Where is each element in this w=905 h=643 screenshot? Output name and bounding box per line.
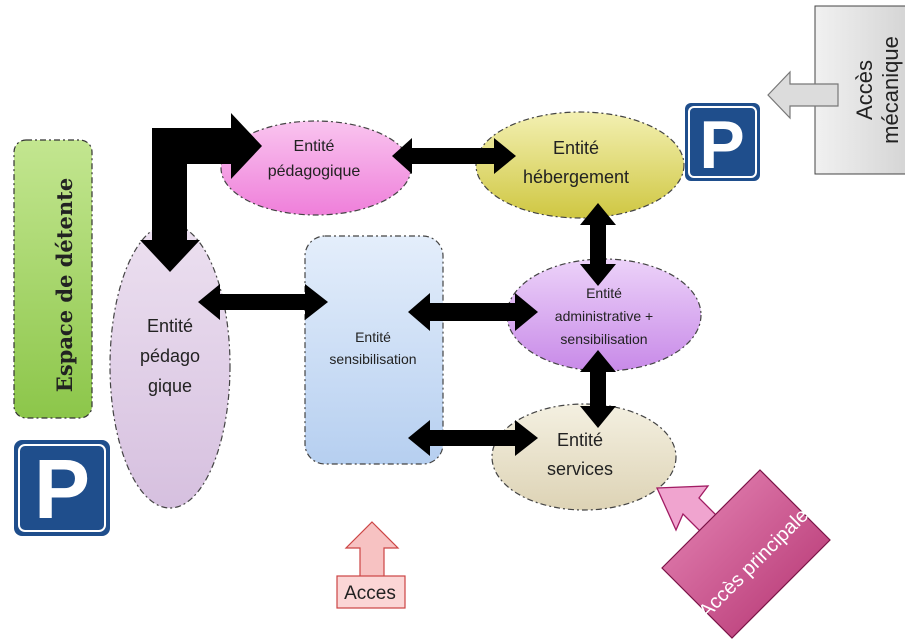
acces-mecanique-line1: Accès [852,60,877,120]
acces-entry: Acces [336,521,406,609]
espace-detente-label: Espace de détente [52,178,77,392]
parking-right-icon: P [685,103,760,183]
entite-hebergement-line2: hébergement [523,167,629,187]
entite-pedagogique-left-line1: Entité [147,316,193,336]
entite-administrative-line1: Entité [586,285,622,301]
entite-administrative-line3: sensibilisation [560,331,647,347]
entite-sensibilisation-node [304,235,444,465]
entite-pedagogique-left-line2: pédago [140,346,200,366]
arrow-hebergement-administrative [580,203,616,286]
acces-principale-entry: Accès principale [656,469,831,639]
acces-label: Acces [344,583,396,604]
svg-text:P: P [699,107,744,183]
acces-principale-banner [661,469,831,639]
entite-pedagogique-top-line1: Entité [294,138,335,155]
acces-mecanique-line2: mécanique [878,36,903,144]
arrow-left-sensibilisation [198,284,328,320]
svg-text:P: P [34,442,90,536]
entite-services-line1: Entité [557,430,603,450]
entite-pedagogique-left-line3: gique [148,376,192,396]
entite-sensibilisation-line2: sensibilisation [329,351,416,367]
acces-mecanique-arrow [767,70,839,120]
entite-services-line2: services [547,459,613,479]
entite-hebergement-line1: Entité [553,138,599,158]
espace-detente-zone: Espace de détente [13,139,93,419]
arrow-pedagogique-hebergement [392,138,516,174]
entite-services-node [491,403,677,511]
arrow-sensibilisation-administrative [408,293,538,331]
arrow-sensibilisation-services [408,420,538,456]
arrow-administrative-services [580,350,616,428]
entite-pedagogique-top-line2: pédagogique [268,163,361,180]
entite-sensibilisation-line1: Entité [355,329,391,345]
parking-left-icon: P [14,440,110,536]
entite-administrative-line2: administrative + [555,308,653,324]
entite-hebergement-node [475,111,685,219]
arrow-left-to-pedagogique-top [140,113,262,272]
acces-arrow [344,521,400,581]
